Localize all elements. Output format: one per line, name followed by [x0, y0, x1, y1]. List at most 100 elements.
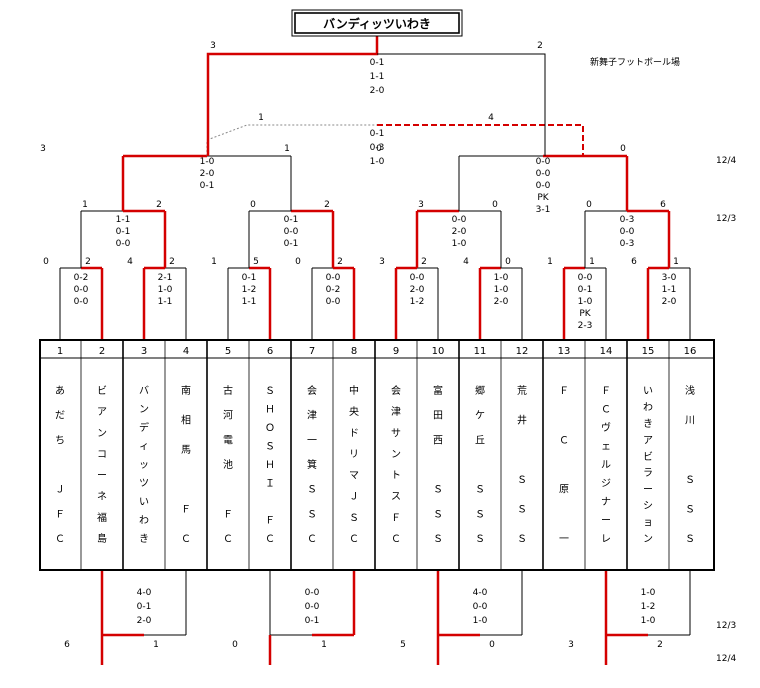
- team-number: 15: [642, 346, 655, 357]
- table-frame: [39, 339, 715, 571]
- team-name: 郷ケ丘 ＳＳＳ: [475, 385, 485, 545]
- r1-period-score: 1-0: [494, 285, 509, 295]
- r2-right-score: 2: [156, 200, 162, 210]
- team-name: 荒井 ＳＳＳ: [517, 385, 527, 545]
- r1-right-score: 2: [169, 257, 175, 267]
- team-number: 12: [516, 346, 529, 357]
- r1-period-score: 0-1: [242, 273, 257, 283]
- r1-right-score: 2: [337, 257, 343, 267]
- r1-right-score: 5: [253, 257, 259, 267]
- venue-label: 新舞子フットボール場: [590, 56, 680, 68]
- bottom-period-score: 0-0: [305, 588, 320, 598]
- r1-left-score: 0: [43, 257, 49, 267]
- r1-left-score: 1: [547, 257, 553, 267]
- team-name: 会津一箕ＳＳＣ: [307, 384, 317, 545]
- sf-left-score: 0: [376, 144, 382, 154]
- r2-right-score: 6: [660, 200, 666, 210]
- bottom-left-score: 6: [64, 640, 70, 650]
- team-name: ＳＨＯＳＨＩ ＦＣ: [265, 386, 275, 545]
- team-number: 1: [57, 346, 63, 357]
- r2-period-score: 0-0: [284, 227, 299, 237]
- sf-left-score: 3: [40, 144, 46, 154]
- r1-right-score: 2: [85, 257, 91, 267]
- team-name: 会津サントスＦＣ: [391, 384, 401, 545]
- final-right-path: [377, 53, 546, 156]
- team-number: 13: [558, 346, 571, 357]
- team-number: 6: [267, 346, 273, 357]
- r1-left-score: 4: [463, 257, 469, 267]
- r1-period-score: 1-1: [158, 297, 173, 307]
- team-name: 古河電池 ＦＣ: [223, 384, 233, 545]
- bottom-period-score: 1-0: [641, 588, 656, 598]
- team-name: ビアンコーネ福島: [97, 385, 107, 545]
- team-number: 11: [474, 346, 487, 357]
- bottom-left-score: 3: [568, 640, 574, 650]
- r1-period-score: 0-0: [326, 297, 341, 307]
- r2-right-score: 0: [492, 200, 498, 210]
- third-period-score: 0-3: [370, 143, 385, 153]
- r2-period-score: 0-3: [620, 239, 635, 249]
- bottom-period-score: 2-0: [137, 616, 152, 626]
- r1-period-score: 3-0: [662, 273, 677, 283]
- bottom-period-score: 4-0: [137, 588, 152, 598]
- final-left-score: 3: [210, 41, 216, 51]
- bottom-right-score: 2: [657, 640, 663, 650]
- r1-period-score: 1-0: [578, 297, 593, 307]
- sf-period-score: PK: [537, 193, 549, 203]
- team-number: 9: [393, 346, 399, 357]
- team-number: 7: [309, 346, 315, 357]
- r1-period-score: 0-1: [578, 285, 593, 295]
- team-number: 16: [684, 346, 697, 357]
- r2-left-score: 0: [586, 200, 592, 210]
- team-name: 浅川 ＳＳＳ: [685, 384, 695, 545]
- r1-period-score: 0-0: [326, 273, 341, 283]
- r1-period-score: 0-0: [74, 285, 89, 295]
- r1-right-score: 1: [589, 257, 595, 267]
- third-period-score: 1-0: [370, 157, 385, 167]
- date-label-r2-top: 12/3: [716, 214, 736, 224]
- bottom-period-score: 1-2: [641, 602, 656, 612]
- sf-period-score: 3-1: [536, 205, 551, 215]
- r1-right-score: 0: [505, 257, 511, 267]
- third-left-path: [206, 124, 377, 156]
- r1-period-score: 1-2: [410, 297, 425, 307]
- sf-period-score: 0-0: [536, 169, 551, 179]
- r1-period-score: 1-0: [494, 273, 509, 283]
- r1-period-score: 1-0: [158, 285, 173, 295]
- date-label-bottom-r2: 12/4: [716, 654, 736, 664]
- third-right-score: 4: [488, 113, 494, 123]
- r1-period-score: 0-0: [74, 297, 89, 307]
- team-number: 2: [99, 346, 105, 357]
- r1-left-score: 3: [379, 257, 385, 267]
- sf-period-score: 0-0: [536, 181, 551, 191]
- champion-title: バンディッツいわき: [323, 16, 431, 31]
- r1-period-score: 1-1: [662, 285, 677, 295]
- r1-period-score: 0-2: [326, 285, 341, 295]
- r2-period-score: 0-1: [284, 239, 299, 249]
- r1-left-score: 4: [127, 257, 133, 267]
- r2-period-score: 0-1: [284, 215, 299, 225]
- final-left-path: [206, 36, 379, 156]
- r1-period-score: 2-1: [158, 273, 173, 283]
- team-name: ＦＣ原一: [559, 386, 569, 545]
- r1-period-score: 1-2: [242, 285, 257, 295]
- r1-left-score: 0: [295, 257, 301, 267]
- r2-period-score: 0-0: [116, 239, 131, 249]
- bottom-period-score: 0-1: [305, 616, 320, 626]
- bottom-period-score: 0-0: [473, 602, 488, 612]
- r2-right-score: 2: [324, 200, 330, 210]
- sf-right-score: 0: [620, 144, 626, 154]
- bottom-right-score: 1: [153, 640, 159, 650]
- team-number: 5: [225, 346, 231, 357]
- r1-period-score: 0-2: [74, 273, 89, 283]
- third-period-score: 0-1: [370, 129, 385, 139]
- third-right-path: [377, 124, 584, 156]
- r2-period-score: 0-0: [620, 227, 635, 237]
- r1-period-score: 2-0: [494, 297, 509, 307]
- r2-period-score: 1-0: [452, 239, 467, 249]
- r1-left-score: 1: [211, 257, 217, 267]
- r2-period-score: 0-3: [620, 215, 635, 225]
